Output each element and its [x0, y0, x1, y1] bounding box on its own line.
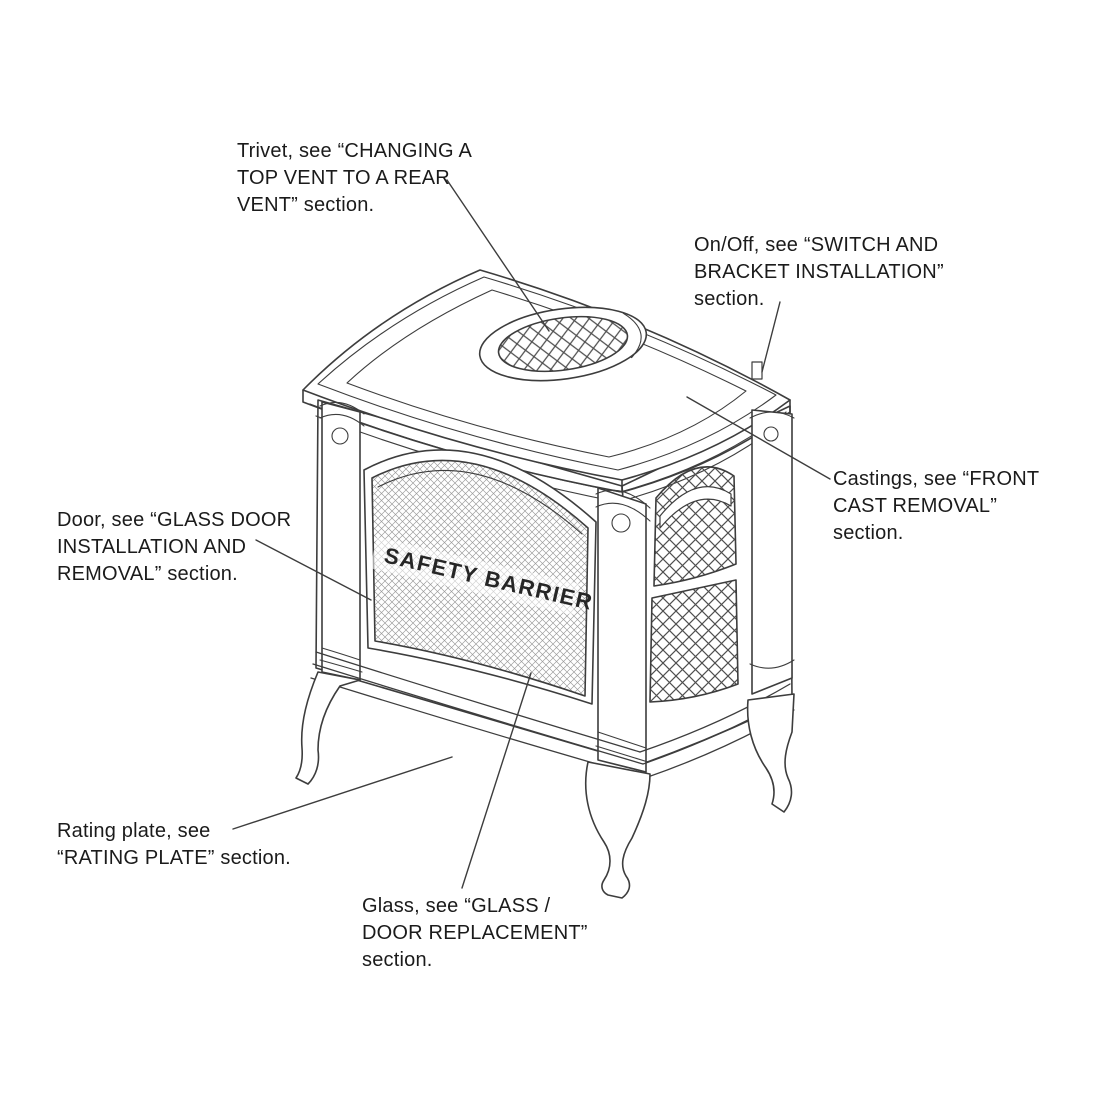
stove-leg-left: [295, 671, 361, 785]
safety-barrier-text-halo: [369, 537, 580, 615]
label-on-off: On/Off, see “SWITCH AND BRACKET INSTALLA…: [694, 234, 944, 310]
stove-leg-right: [746, 693, 795, 813]
leader-castings: [686, 396, 831, 480]
front-left-column: [319, 401, 365, 681]
leader-rating-plate: [232, 756, 453, 830]
on-off-switch: [751, 361, 763, 380]
rear-right-column: [749, 409, 795, 695]
front-right-column: [595, 487, 651, 773]
label-door: Door, see “GLASS DOOR INSTALLATION AND R…: [57, 509, 292, 585]
label-rating-plate: Rating plate, see “RATING PLATE” section…: [57, 820, 291, 869]
label-castings: Castings, see “FRONT CAST REMOVAL” secti…: [833, 468, 1040, 544]
right-lattice-window-lower: [649, 579, 739, 703]
leader-door: [255, 539, 372, 601]
top-vent-grille: [478, 306, 648, 382]
label-glass: Glass, see “GLASS / DOOR REPLACEMENT” se…: [362, 895, 588, 971]
right-lattice-window-upper: [653, 466, 737, 587]
stove-leg-front: [584, 761, 651, 899]
label-trivet: Trivet, see “CHANGING A TOP VENT TO A RE…: [237, 140, 473, 216]
leader-on-off: [761, 301, 781, 373]
leader-glass: [461, 672, 532, 889]
leader-trivet: [446, 179, 550, 332]
